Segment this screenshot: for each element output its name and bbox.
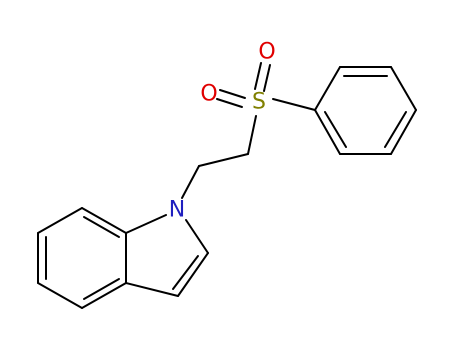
double-bond [216, 98, 243, 108]
bond [125, 282, 179, 297]
bond [198, 153, 249, 167]
bond [125, 214, 167, 234]
atom-sulfur: S [252, 90, 266, 115]
phenyl-ring [314, 66, 417, 155]
bond [272, 98, 316, 111]
sulfonyl-group [216, 62, 316, 111]
bond [247, 115, 257, 155]
atom-nitrogen: N [169, 198, 185, 223]
bond [81, 282, 127, 309]
indole-pyrrole-ring [125, 214, 209, 297]
bond [314, 66, 341, 111]
bond [181, 165, 200, 199]
atom-oxygen-top: O [258, 40, 275, 65]
double-bond-inner [384, 111, 407, 148]
double-bond-inner [83, 216, 120, 238]
double-bond [263, 64, 271, 92]
bond [390, 66, 417, 111]
bond [185, 219, 209, 254]
bond [37, 282, 83, 309]
double-bond [254, 62, 262, 90]
indole-benzene-ring [37, 207, 127, 309]
bond [390, 109, 417, 155]
bond [177, 252, 209, 297]
atom-oxygen-left: O [200, 82, 217, 107]
bond [81, 207, 127, 234]
bond [314, 109, 341, 155]
double-bond-inner [172, 255, 199, 290]
double-bond-inner [324, 111, 347, 148]
double-bond [219, 89, 246, 99]
double-bond-inner [83, 278, 120, 300]
ethyl-linker [181, 115, 257, 199]
bond [37, 207, 83, 234]
